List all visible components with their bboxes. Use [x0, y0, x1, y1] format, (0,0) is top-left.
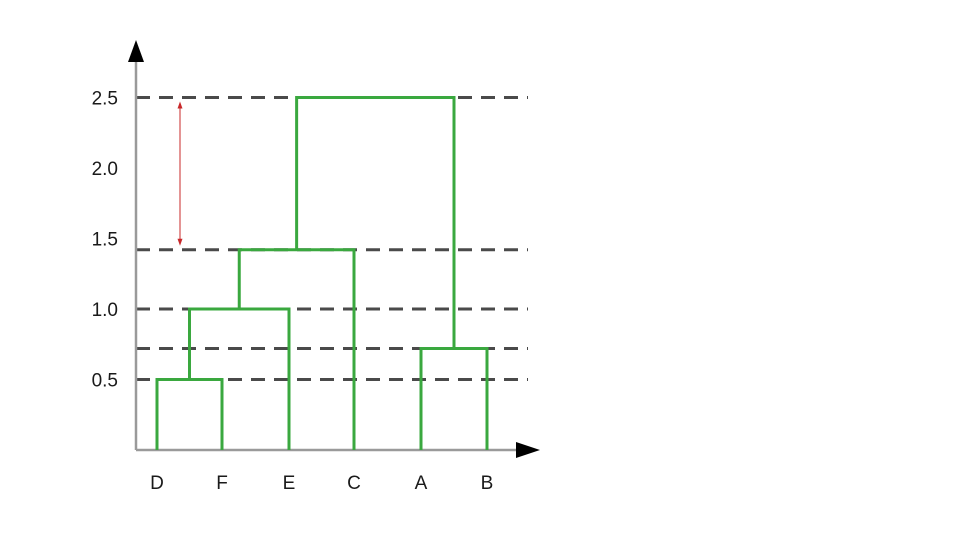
y-tick-label: 2.0 [92, 159, 118, 180]
leaf-label-c: C [347, 473, 361, 494]
leaf-label-f: F [216, 473, 228, 494]
y-tick-label: 2.5 [92, 89, 118, 110]
y-tick-label: 1.0 [92, 300, 118, 321]
y-axis-arrow-icon [128, 40, 144, 62]
merge-link-a-b [419, 346, 489, 450]
cut-level-lines [136, 96, 528, 381]
axes [128, 40, 540, 458]
y-tick-labels: 0.5 1.0 1.5 2.0 2.5 [92, 89, 118, 392]
y-tick-label: 1.5 [92, 230, 118, 251]
x-axis-arrow-icon [516, 442, 540, 458]
gap-arrow-top-icon [177, 101, 183, 109]
merge-link-d-f [155, 378, 224, 450]
dendrogram-links [155, 96, 489, 450]
merge-link-dfec-ab [295, 96, 456, 349]
y-tick-label: 0.5 [92, 371, 118, 392]
largest-gap-marker [177, 101, 183, 246]
leaf-label-a: A [415, 473, 428, 494]
leaf-label-e: E [283, 473, 296, 494]
gap-arrow-bottom-icon [177, 238, 183, 246]
leaf-label-d: D [150, 473, 164, 494]
leaf-label-b: B [481, 473, 494, 494]
